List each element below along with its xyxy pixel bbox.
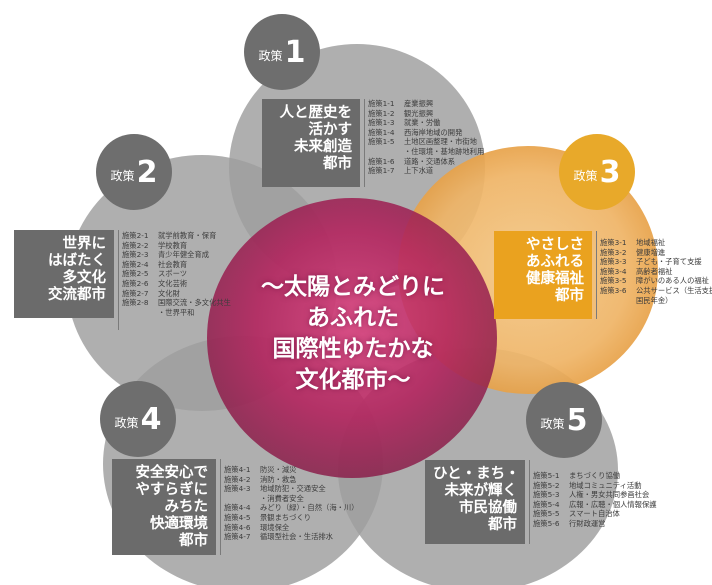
policy-2-title-line-2: はばたく (48, 253, 106, 269)
policy-item: 国民年金） (636, 295, 673, 305)
policy-5-title-line-2: 未来が輝く (444, 483, 518, 499)
center-line-2: あふれた (307, 305, 399, 331)
policy-1-number: 1 (284, 34, 306, 70)
policy-5-title-line-1: ひと・まち・ (433, 466, 520, 482)
policy-1-title: 人と歴史を 活かす 未来創造 都市 (262, 99, 360, 187)
center-line-1: ～太陽とみどりに (261, 274, 445, 300)
policy-3-divider (596, 231, 597, 319)
policy-2-divider (118, 230, 119, 330)
policy-3-title-line-2: あふれる (526, 254, 584, 270)
center-line-4: 文化都市～ (295, 367, 411, 393)
policy-5-title-line-4: 都市 (488, 517, 517, 533)
policy-5-number: 5 (566, 402, 588, 438)
policy-4-title-line-5: 都市 (179, 533, 208, 549)
policy-item: ・消費者安全 (260, 493, 304, 503)
policy-5-title-line-3: 市民協働 (459, 500, 517, 516)
policy-1-title-line-2: 活かす (308, 122, 353, 138)
policy-1-label: 政策 (258, 48, 283, 63)
policy-4-title-line-4: 快適環境 (150, 516, 208, 532)
policy-item: ・住環境・基地跡地利用 (404, 146, 485, 156)
policy-1-divider (364, 99, 365, 187)
center-circle (207, 198, 497, 478)
policy-2-title: 世界に はばたく 多文化 交流都市 (14, 230, 114, 318)
policy-4-badge: 政策 4 (100, 381, 176, 457)
policy-4-number: 4 (140, 401, 162, 437)
policy-3-badge: 政策 3 (559, 134, 635, 210)
policy-3-number: 3 (599, 154, 621, 190)
policy-2-title-line-3: 多文化 (62, 270, 107, 286)
policy-2-title-line-1: 世界に (62, 236, 107, 252)
policy-3-title-line-1: やさしさ (526, 237, 584, 253)
policy-3-title-line-4: 都市 (555, 288, 584, 304)
center-slogan: ～太陽とみどりに あふれた 国際性ゆたかな 文化都市～ (235, 272, 471, 396)
policy-4-title: 安全安心で やすらぎに みちた 快適環境 都市 (112, 459, 216, 555)
policy-4-title-line-2: やすらぎに (135, 482, 209, 498)
policy-1-title-line-3: 未来創造 (294, 139, 352, 155)
policy-1-title-line-4: 都市 (323, 156, 352, 172)
policy-5-label: 政策 (540, 416, 565, 431)
policy-5-badge: 政策 5 (526, 382, 602, 458)
policy-1-badge: 政策 1 (244, 14, 320, 90)
policy-item: ・世界平和 (158, 307, 195, 317)
policy-3-title: やさしさ あふれる 健康福祉 都市 (494, 231, 592, 319)
policy-3-label: 政策 (573, 168, 598, 183)
policy-2-label: 政策 (110, 168, 135, 183)
policy-4-title-line-1: 安全安心で (135, 465, 209, 481)
center-line-3: 国際性ゆたかな (272, 336, 434, 362)
policy-2-badge: 政策 2 (96, 134, 172, 210)
policy-2-title-line-4: 交流都市 (48, 287, 106, 303)
policy-1-title-line-1: 人と歴史を (279, 105, 353, 121)
policy-4-title-line-3: みちた (164, 499, 209, 515)
policy-5-title: ひと・まち・ 未来が輝く 市民協働 都市 (425, 460, 525, 544)
policy-3-title-line-3: 健康福祉 (526, 271, 584, 287)
policy-2-number: 2 (136, 154, 158, 190)
policy-4-divider (220, 459, 221, 555)
policy-5-divider (529, 460, 530, 544)
policy-4-label: 政策 (114, 415, 139, 430)
